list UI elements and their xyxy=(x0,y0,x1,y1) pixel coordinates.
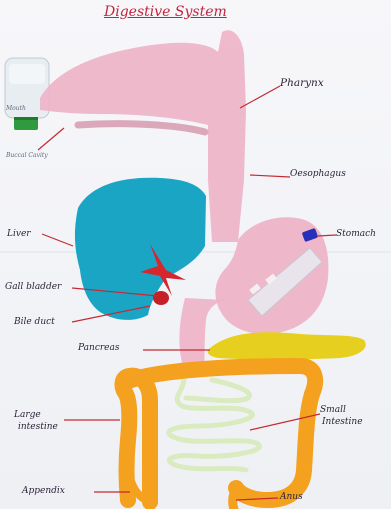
label-small-intestine-1: Small xyxy=(320,406,346,415)
label-gall-bladder: Gall bladder xyxy=(5,283,61,292)
label-pancreas: Pancreas xyxy=(78,344,119,353)
label-bile-duct: Bile duct xyxy=(14,318,55,327)
page-title: Digestive System xyxy=(104,4,227,20)
label-pharynx: Pharynx xyxy=(280,78,324,89)
label-large-intestine-2: intestine xyxy=(18,423,58,432)
label-buccal-cavity: Buccal Cavity xyxy=(6,153,48,159)
label-small-intestine-2: Intestine xyxy=(322,418,363,427)
label-stomach: Stomach xyxy=(336,230,376,239)
rectum xyxy=(233,488,236,509)
small-intestine xyxy=(169,378,260,470)
label-mouth: Mouth xyxy=(6,106,26,112)
pancreas xyxy=(208,332,366,359)
label-large-intestine-1: Large xyxy=(14,411,41,420)
label-liver: Liver xyxy=(7,230,31,239)
liver-pointer xyxy=(42,234,73,246)
large-intestine xyxy=(123,366,316,502)
label-oesophagus: Oesophagus xyxy=(290,170,346,179)
buccal-tube xyxy=(78,124,205,132)
mouth-bottle xyxy=(5,58,49,130)
label-appendix: Appendix xyxy=(22,487,65,496)
oesophagus-pointer xyxy=(250,175,290,177)
pharynx-pointer xyxy=(240,86,280,108)
label-anus: Anus xyxy=(280,493,303,502)
buccal-pointer xyxy=(38,128,64,150)
